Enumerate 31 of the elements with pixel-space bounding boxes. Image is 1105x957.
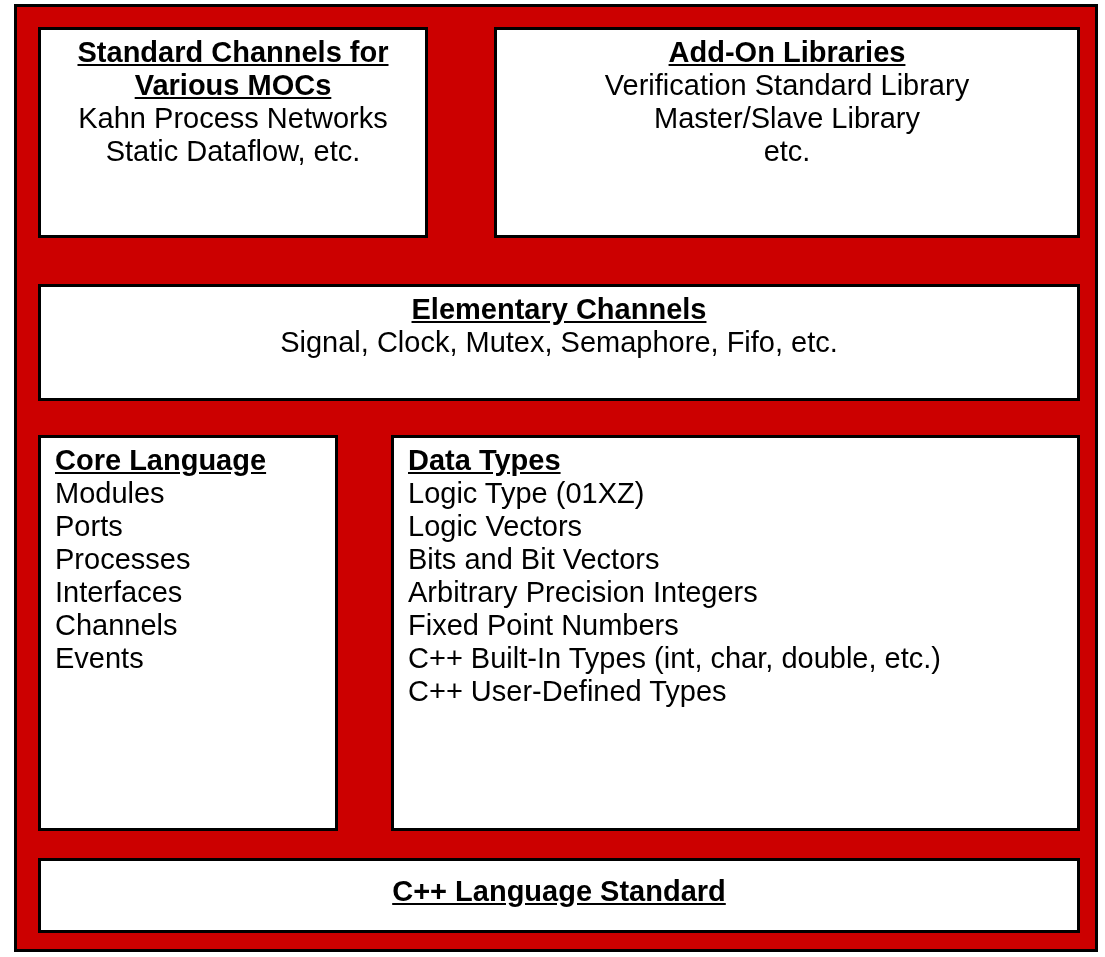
layer-item: Bits and Bit Vectors: [408, 543, 661, 576]
layer-item: C++ Built-In Types (int, char, double, etc.): [408, 642, 943, 675]
layer-item: Channels: [55, 609, 179, 642]
layer-item: Logic Type (01XZ): [408, 477, 646, 510]
layer-item: Processes: [55, 543, 192, 576]
layer-heading: Add-On Libraries: [667, 36, 907, 69]
layer-heading: Elementary Channels: [410, 293, 708, 326]
layer-box: [38, 284, 1080, 401]
layer-item: etc.: [762, 135, 812, 168]
layer-item: Kahn Process Networks: [77, 102, 389, 135]
layer-heading: Data Types: [408, 444, 562, 477]
layer-heading: Standard Channels for Various MOCs: [76, 36, 390, 102]
layer-heading: Core Language: [55, 444, 268, 477]
layer-box: [391, 435, 1080, 831]
layer-item: Modules: [55, 477, 166, 510]
layer-item: Ports: [55, 510, 124, 543]
layer-item: Static Dataflow, etc.: [104, 135, 362, 168]
layer-item: Events: [55, 642, 145, 675]
layer-box: [494, 27, 1080, 238]
layer-item: Signal, Clock, Mutex, Semaphore, Fifo, etc.: [279, 326, 839, 359]
layer-box: [38, 27, 428, 238]
layer-item: Logic Vectors: [408, 510, 584, 543]
layer-item: Fixed Point Numbers: [408, 609, 680, 642]
layer-item: C++ User-Defined Types: [408, 675, 728, 708]
layer-box: [38, 858, 1080, 933]
layer-item: Verification Standard Library: [603, 69, 971, 102]
layer-box: [38, 435, 338, 831]
layer-item: Arbitrary Precision Integers: [408, 576, 759, 609]
layer-item: Interfaces: [55, 576, 184, 609]
layer-heading: C++ Language Standard: [391, 875, 727, 908]
layer-item: Master/Slave Library: [653, 102, 921, 135]
